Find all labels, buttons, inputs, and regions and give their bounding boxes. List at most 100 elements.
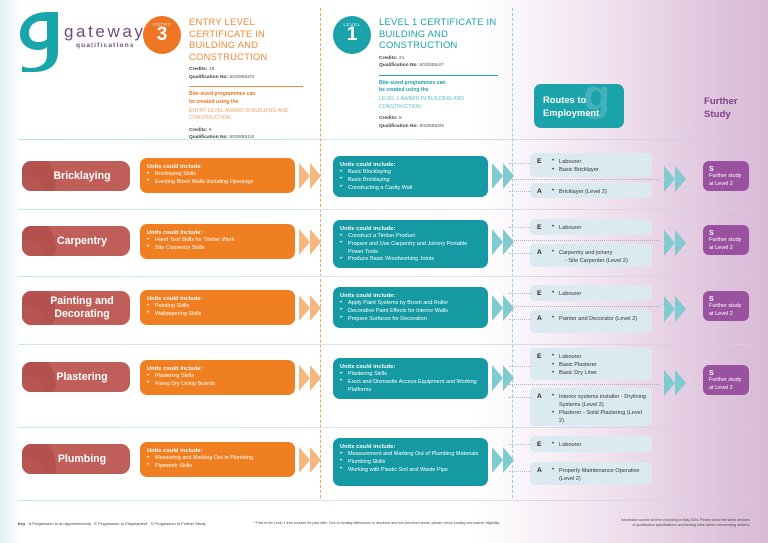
- employment-tag: E: [537, 290, 542, 297]
- routes-to-employment-header: g Routes to Employment: [534, 84, 624, 128]
- apprenticeship-item: Carpentry and joinery: [552, 248, 647, 257]
- apprenticeship-tag: A: [537, 249, 542, 256]
- level-1-units-card: Units could include: Basic Blocklaying B…: [333, 156, 488, 197]
- award-qual-no-label: Qualification No:: [189, 135, 229, 141]
- employment-box-e: E Labourer: [530, 285, 652, 301]
- page-footer: Key A Progression to an Apprenticeship E…: [0, 509, 768, 543]
- level-1-units-card: Units could include: Apply Paint Systems…: [333, 287, 488, 328]
- further-study-arrow-icon: [664, 166, 692, 192]
- trade-pill-plastering: Plastering: [22, 362, 130, 392]
- qualification-level-1: LEVEL 1 LEVEL 1 CERTIFICATE IN BUILDING …: [333, 16, 498, 130]
- further-study-line-1: Further study: [709, 173, 742, 179]
- further-line-2: Study: [704, 108, 731, 120]
- qual-no-label: Qualification No:: [379, 63, 419, 69]
- apprenticeship-item: Property Maintenance Operative (Level 2): [552, 466, 647, 483]
- employment-list: Labourer: [530, 219, 652, 237]
- trade-name: Painting and Decorating: [50, 295, 114, 320]
- unit-item: Bricklaying Skills: [147, 171, 288, 179]
- further-study-line-2: at Level 2: [709, 244, 733, 251]
- entry-level-units-card: Units could include: Bricklaying Skills …: [140, 158, 295, 193]
- footer-key: Key A Progression to an Apprenticeship E…: [18, 521, 206, 526]
- units-list: Measurement and Marking Out of Plumbing …: [333, 451, 488, 474]
- further-study-box: S Further study at Level 2: [703, 291, 749, 321]
- bite-line-2: be created using the: [379, 87, 429, 93]
- apprenticeship-item: Painter and Decorator (Level 2): [552, 314, 647, 323]
- award-credits-value: 6: [208, 127, 212, 133]
- employment-box-a: A Carpentry and joinery - Site Carpenter…: [530, 244, 652, 267]
- routes-line-2: Employment: [543, 106, 600, 118]
- further-line-1: Further: [704, 96, 738, 107]
- award-meta: Credits: 6 Qualification No: 603/8551/8: [189, 127, 303, 142]
- level-1-units-card: Units could include: Measurement and Mar…: [333, 438, 488, 486]
- further-study-tag: S: [709, 166, 714, 173]
- row-divider: [18, 276, 750, 277]
- employment-item: Labourer: [552, 223, 647, 232]
- level-1-units-card: Units could include: Construct a Timber …: [333, 220, 488, 268]
- apprenticeship-item: Bricklayer (Level 2): [552, 187, 647, 196]
- qualification-title: LEVEL 1 CERTIFICATE IN BUILDING AND CONS…: [379, 16, 497, 51]
- unit-item: Site Carpentry Skills: [147, 244, 288, 253]
- unit-item: Produce Basic Woodworking Joints: [340, 256, 481, 264]
- level-1-units-card: Units could include: Plastering Skills E…: [333, 358, 488, 399]
- further-study-line-1: Further study: [709, 237, 742, 243]
- unit-item: Plumbing Skills: [340, 458, 481, 467]
- entry-level-units-card: Units could include: Plastering Skills F…: [140, 360, 295, 395]
- employment-box-e: E Labourer: [530, 436, 652, 452]
- row-divider: [18, 344, 750, 345]
- further-study-box: S Further study at Level 2: [703, 161, 749, 191]
- further-study-line-1: Further study: [709, 377, 742, 383]
- credits-label: Credits:: [189, 67, 208, 73]
- further-study-box: S Further study at Level 2: [703, 365, 749, 395]
- employment-list: Labourer: [530, 285, 652, 303]
- connector-dots-a: [509, 397, 531, 398]
- pathway-row-bricklaying: Bricklaying Units could include: Brickla…: [0, 152, 768, 214]
- bite-sized-note: Bite-sized programmes can be created usi…: [379, 80, 498, 95]
- units-heading: Units could include:: [340, 162, 396, 168]
- units-list: Construct a Timber Product Prepare and U…: [333, 233, 488, 264]
- unit-item: Plastering Skills: [340, 371, 481, 379]
- units-list: Plastering Skills Erect and Dismantle Ac…: [333, 371, 488, 394]
- award-qual-no-value: 603/6553/5: [419, 123, 444, 129]
- further-study-line-2: at Level 2: [709, 310, 733, 317]
- progress-arrow-icon: [492, 447, 520, 473]
- qual-no-label: Qualification No:: [189, 74, 229, 80]
- key-item: E Progression to Employment: [94, 521, 148, 526]
- award-title: LEVEL 1 AWARD IN BUILDING AND CONSTRUCTI…: [379, 96, 465, 110]
- connector-dots-a: [509, 253, 531, 254]
- pathway-row-plumbing: Plumbing Units could include: Measuring …: [0, 432, 768, 504]
- apprenticeship-item: Plasterer - Solid Plastering (Level 2): [552, 409, 647, 425]
- units-list: Hand Tool Skills for Timber Work Site Ca…: [140, 237, 295, 253]
- employment-box-e: E Labourer Basic Bricklayer: [530, 153, 652, 177]
- badge-tier-label: ENTRY: [152, 22, 172, 27]
- employment-item: Basic Plasterer: [552, 360, 647, 369]
- pathway-row-carpentry: Carpentry Units could include: Hand Tool…: [0, 216, 768, 282]
- brand-logo: gateway qualifications: [18, 10, 143, 72]
- connector-dots: [509, 306, 659, 307]
- bite-line-2: be created using the: [189, 98, 239, 105]
- trade-pill-carpentry: Carpentry: [22, 226, 130, 256]
- progress-arrow-icon: [299, 295, 327, 321]
- units-heading: Units could include:: [147, 366, 203, 372]
- units-heading: Units could include:: [147, 296, 203, 302]
- trade-pill-painting-and-decorating: Painting and Decorating: [22, 291, 130, 325]
- unit-item: Measurement and Marking Out of Plumbing …: [340, 451, 481, 459]
- unit-item: Decorative Paint Effects for Interior Wa…: [340, 307, 481, 316]
- units-heading: Units could include:: [340, 293, 396, 299]
- employment-box-a: A Bricklayer (Level 2): [530, 183, 652, 198]
- trade-name: Carpentry: [56, 234, 108, 247]
- award-title: ENTRY LEVEL AWARD IN BUILDING AND CONSTR…: [189, 108, 289, 122]
- bite-line-1: Bite-sized programmes can: [379, 79, 446, 86]
- employment-item: Basic Bricklayer: [552, 165, 647, 174]
- gateway-g-logo-icon: [20, 12, 58, 72]
- apprenticeship-list: Bricklayer (Level 2): [530, 183, 652, 201]
- further-study-arrow-icon: [664, 296, 692, 322]
- employment-item: Labourer: [552, 352, 647, 361]
- qualification-meta: Credits: 18 Qualification No: 603/8552/X: [189, 66, 303, 81]
- unit-item: Fixing Dry Lining Boards: [147, 380, 288, 389]
- brand-tagline: qualifications: [76, 42, 135, 49]
- progress-arrow-icon: [299, 365, 327, 391]
- connector-dots-e: [509, 163, 531, 164]
- units-list: Plastering Skills Fixing Dry Lining Boar…: [140, 373, 295, 389]
- connector-dots-a: [509, 471, 531, 472]
- badge-level-1: LEVEL 1: [333, 16, 371, 54]
